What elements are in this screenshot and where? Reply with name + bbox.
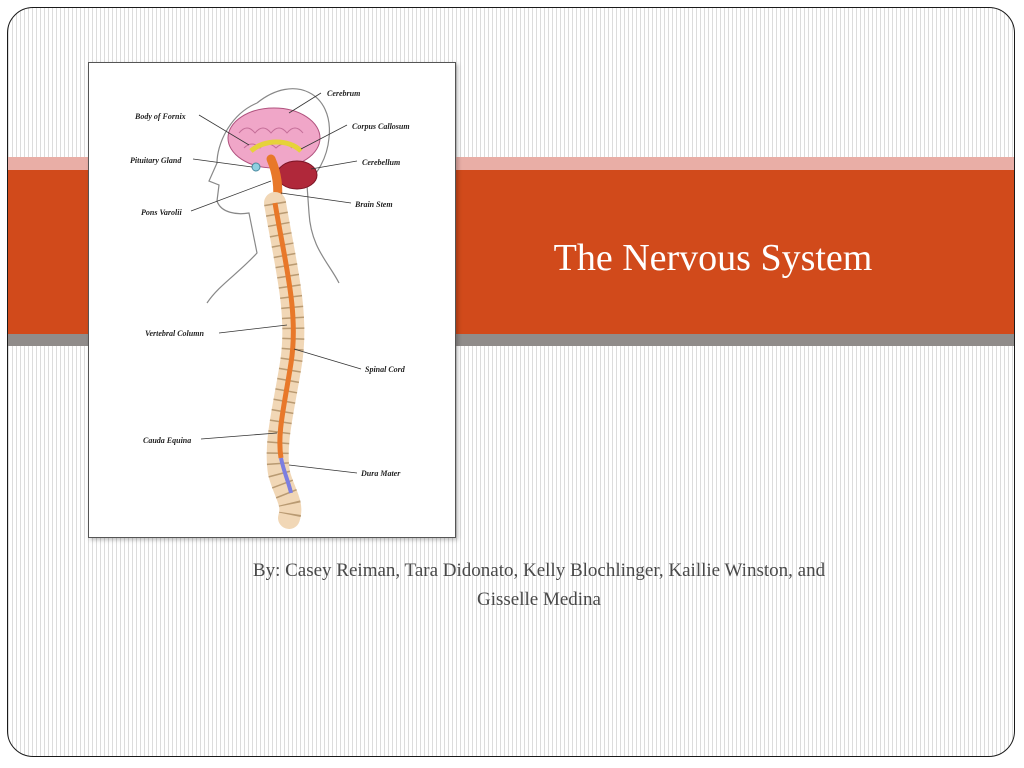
corpus-callosum-shape (249, 139, 303, 153)
cerebellum-shape (276, 160, 318, 190)
nervous-system-figure[interactable]: Cerebrum Body of Fornix Corpus Callosum … (88, 62, 456, 538)
face-outline (206, 102, 258, 304)
label-corpus-callosum: Corpus Callosum (352, 122, 410, 131)
subtitle-line-1: By: Casey Reiman, Tara Didonato, Kelly B… (252, 560, 826, 581)
label-pituitary-gland: Pituitary Gland (130, 156, 182, 165)
label-dura-mater: Dura Mater (360, 469, 401, 478)
label-body-of-fornix: Body of Fornix (134, 112, 186, 121)
label-vertebral-column: Vertebral Column (145, 329, 204, 338)
label-cauda-equina: Cauda Equina (143, 436, 191, 445)
head-outline (256, 88, 340, 284)
slide-subtitle[interactable]: By: Casey Reiman, Tara Didonato, Kelly B… (184, 556, 894, 614)
label-brain-stem: Brain Stem (354, 200, 393, 209)
label-pons-varolii: Pons Varolii (141, 208, 182, 217)
subtitle-line-2: Gisselle Medina (476, 589, 601, 610)
slide-title[interactable]: The Nervous System (553, 237, 873, 279)
label-cerebellum: Cerebellum (362, 158, 400, 167)
cauda-equina-shape (279, 457, 293, 494)
leader-lines (190, 92, 362, 474)
pituitary-shape (251, 162, 261, 172)
label-spinal-cord: Spinal Cord (365, 365, 406, 374)
spinal-cord-shape (272, 202, 296, 459)
label-cerebrum: Cerebrum (327, 89, 360, 98)
slide: The Nervous System (7, 7, 1015, 757)
nervous-system-diagram: Cerebrum Body of Fornix Corpus Callosum … (130, 88, 410, 529)
